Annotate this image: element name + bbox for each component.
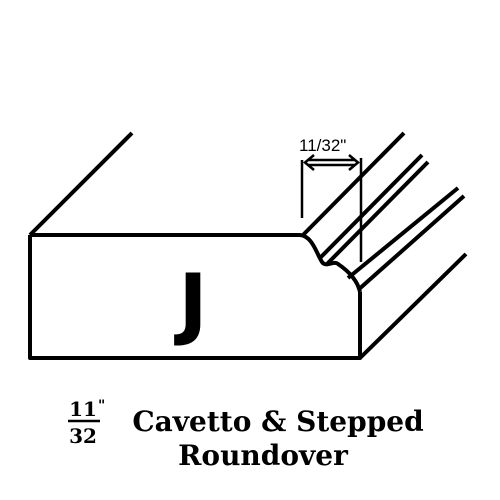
board-bottom-receding-edge (358, 252, 468, 360)
profile-letter: J (173, 259, 207, 349)
profile-name-line1: Cavetto & Stepped (132, 405, 423, 438)
board-front-face (28, 235, 362, 360)
profile-receding-line-1 (300, 131, 406, 238)
fraction-denominator: 32 (69, 424, 97, 448)
profile-receding-line-3 (324, 160, 430, 267)
profile-receding-line-5 (356, 194, 466, 292)
fraction-unit: " (98, 398, 105, 414)
profile-receding-line-4 (346, 186, 460, 280)
board-back-edge (28, 131, 134, 237)
profile-name-line2: Roundover (178, 439, 349, 472)
fraction-numerator: 11 (69, 397, 97, 421)
profile-receding-line-2 (318, 153, 424, 260)
dimension-arrow (303, 154, 360, 171)
dimension-label: 11/32" (299, 136, 346, 155)
